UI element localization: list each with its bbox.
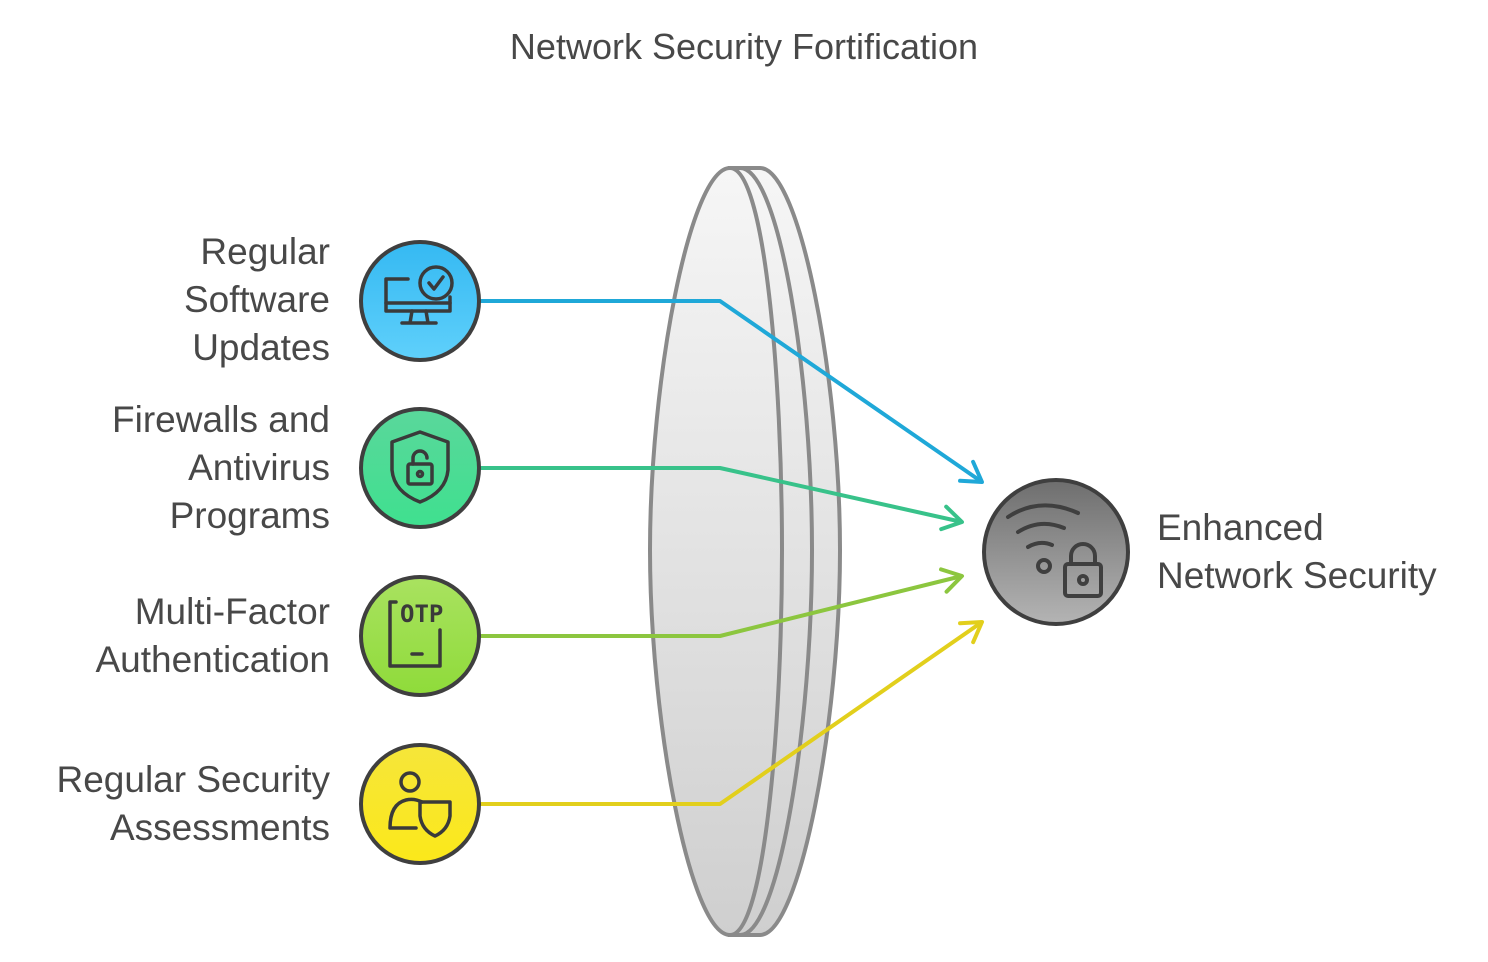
arrowhead: [958, 459, 984, 484]
input-node: [359, 240, 481, 362]
input-label-line: Updates: [192, 327, 330, 368]
input-label-line: Authentication: [95, 639, 330, 680]
diagram-title: Network Security Fortification: [509, 26, 979, 67]
output-circle: [982, 478, 1130, 626]
svg-text:OTP: OTP: [400, 600, 443, 628]
input-label-line: Assessments: [109, 807, 330, 848]
input-label-line: Regular Security: [56, 759, 330, 800]
arrowhead: [939, 567, 964, 594]
input-circle: [359, 575, 481, 697]
input-label-line: Firewalls and: [112, 399, 330, 440]
input-node: [359, 407, 481, 529]
user-shield-icon: [388, 771, 452, 838]
output-label-line: Network Security: [1157, 555, 1437, 596]
lens-filter: [647, 165, 843, 938]
arrowhead: [939, 504, 964, 532]
monitor-check-icon: [384, 265, 454, 325]
lens-middle-rim: [739, 166, 815, 937]
output-node: [982, 478, 1130, 626]
input-label-line: Programs: [169, 495, 330, 536]
output-label-line: Enhanced: [1157, 507, 1324, 548]
input-label-line: Software: [183, 279, 330, 320]
lens-front: [647, 165, 785, 938]
input-circle: [359, 407, 481, 529]
connector-arrow: [479, 620, 984, 806]
input-label-line: Regular: [200, 231, 330, 272]
input-node: OTP: [359, 575, 481, 697]
connector-arrow: [479, 466, 963, 524]
connector-arrow: [479, 574, 963, 638]
input-circle: [359, 240, 481, 362]
output-label: Enhanced Network Security: [1157, 504, 1437, 600]
input-label-line: Multi-Factor: [134, 591, 330, 632]
wifi-lock-icon: [1006, 503, 1103, 598]
shield-lock-icon: [390, 430, 450, 504]
connector-arrow: [479, 299, 984, 484]
input-label-line: Antivirus: [188, 447, 330, 488]
input-node: [359, 743, 481, 865]
otp-phone-icon: OTP: [388, 600, 443, 668]
arrowhead: [958, 620, 984, 645]
